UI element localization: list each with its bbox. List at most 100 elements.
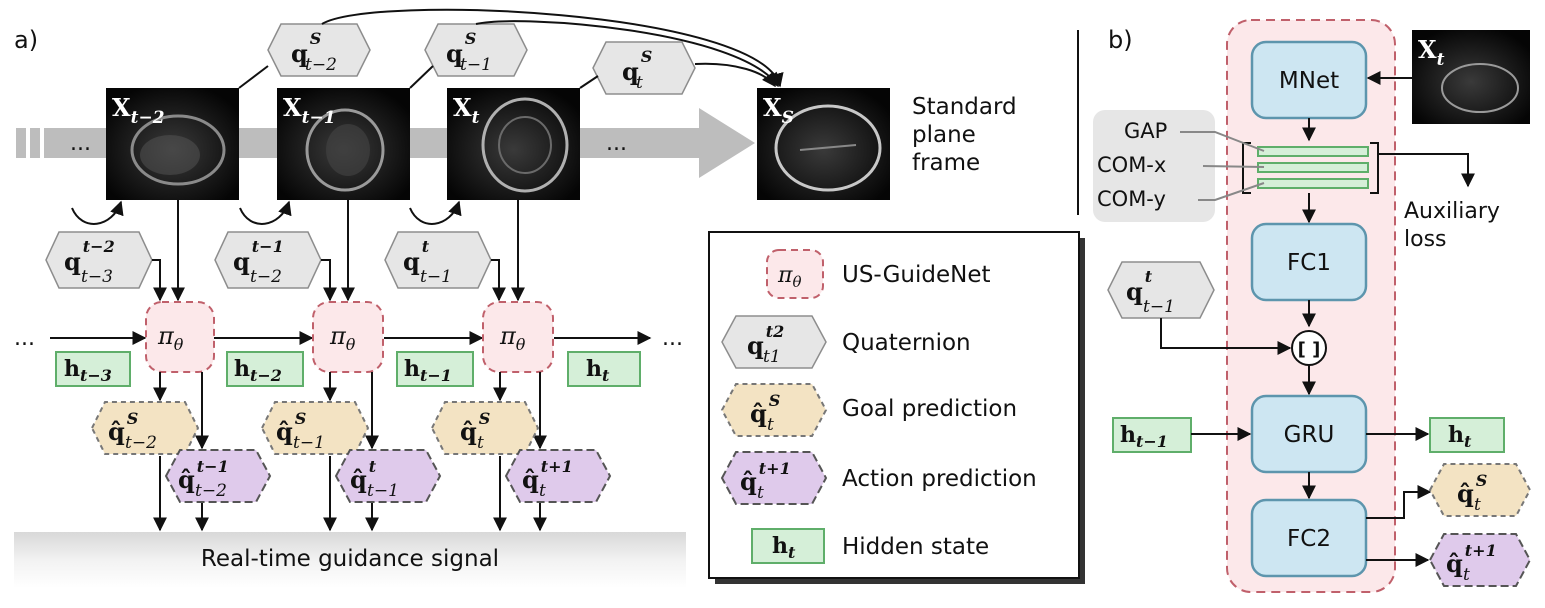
- feature-comx-label: COM-x: [1097, 153, 1166, 177]
- guidance-signal-label: Real-time guidance signal: [201, 546, 499, 572]
- legend-policy-swatch: πθ: [766, 249, 824, 299]
- svg-text:t−2: t−2: [195, 481, 227, 501]
- svg-text:t: t: [1463, 565, 1470, 585]
- svg-text:qt2: qt2: [747, 322, 784, 360]
- hidden-state-out-b: ht: [1429, 417, 1505, 453]
- svg-text:ht−1: ht−1: [404, 356, 452, 385]
- svg-text:t: t: [767, 415, 774, 435]
- legend-policy-label: US-GuideNet: [842, 262, 991, 288]
- svg-text:qS: qS: [291, 29, 321, 68]
- svg-text:FC2: FC2: [1287, 526, 1331, 552]
- ultrasound-frame-t: [447, 88, 580, 200]
- guidance-signal-bar: [14, 532, 686, 588]
- input-quaternion-t: qt t−1: [384, 231, 492, 289]
- policy-output-links: [153, 372, 547, 532]
- frame-symbol-t-2: Xt−2: [112, 93, 165, 128]
- policy-node-t: πθ: [482, 301, 554, 373]
- hidden-state-t: ht: [567, 351, 641, 387]
- goal-quaternion-top-t: qS t: [592, 41, 696, 95]
- svg-text:q̂t+1: q̂t+1: [740, 459, 791, 496]
- ellipsis-chain-left: ...: [14, 326, 35, 351]
- input-quaternion-t-1: qt−1 t−2: [214, 231, 322, 289]
- frame-symbol-standard: XS: [763, 93, 794, 128]
- policy-input-links: [152, 200, 525, 302]
- svg-text:qt: qt: [403, 237, 430, 276]
- svg-text:t−3: t−3: [81, 267, 113, 287]
- svg-text:ht−2: ht−2: [234, 356, 282, 385]
- goal-prediction-t-1: q̂S t−1: [260, 401, 370, 455]
- svg-text:t: t: [636, 73, 643, 93]
- svg-text:t−1: t−1: [420, 267, 452, 287]
- goal-prediction-t-2: q̂S t−2: [90, 401, 200, 455]
- goal-arcs: [238, 8, 784, 89]
- svg-text:q̂S: q̂S: [750, 391, 780, 428]
- input-frame-symbol: Xt: [1418, 35, 1445, 70]
- quat-to-concat-arrow: [1160, 318, 1292, 355]
- svg-text:πθ: πθ: [777, 263, 802, 291]
- feature-gap-label: GAP: [1124, 119, 1167, 143]
- action-prediction-t: q̂t+1 t: [504, 449, 612, 503]
- svg-text:q̂t+1: q̂t+1: [522, 457, 573, 494]
- aux-loss-label-1: Auxiliary: [1404, 199, 1500, 224]
- svg-text:t: t: [477, 433, 484, 453]
- svg-text:q̂S: q̂S: [460, 409, 490, 446]
- svg-text:qt: qt: [1126, 267, 1153, 306]
- panel-b-label: b): [1108, 26, 1133, 54]
- ellipsis-arrow-left: ...: [70, 131, 91, 156]
- svg-text:q̂S: q̂S: [1457, 471, 1487, 508]
- ultrasound-frame-t-2: [106, 88, 239, 200]
- frame-symbol-t: Xt: [453, 93, 480, 128]
- svg-text:MNet: MNet: [1279, 68, 1339, 94]
- standard-plane-caption-3: frame: [912, 150, 980, 176]
- fc2-block: FC2: [1250, 498, 1368, 578]
- aux-loss-label-2: loss: [1404, 227, 1447, 252]
- svg-text:ht−3: ht−3: [64, 356, 112, 385]
- svg-text:t−2: t−2: [305, 55, 337, 75]
- hidden-state-in-b: ht−1: [1112, 417, 1192, 453]
- input-frame-xt: [1412, 30, 1530, 124]
- ultrasound-frame-standard-plane: [757, 88, 890, 200]
- svg-text:q̂S: q̂S: [108, 409, 138, 446]
- concat-operator: [ ]: [1291, 330, 1327, 366]
- features-label-box: [1093, 110, 1215, 222]
- svg-text:t: t: [1474, 495, 1481, 515]
- fc1-block: FC1: [1250, 222, 1368, 302]
- panel-a-label: a): [14, 26, 38, 54]
- feature-label-leaders: [1180, 131, 1265, 201]
- svg-text:πθ: πθ: [499, 322, 526, 354]
- legend-action-swatch: q̂t+1 t: [720, 451, 828, 505]
- feature-comy-label: COM-y: [1097, 187, 1166, 211]
- svg-text:πθ: πθ: [329, 322, 356, 354]
- fc2-to-goal-arrow: [1366, 485, 1432, 519]
- svg-text:ht−1: ht−1: [1120, 422, 1168, 451]
- policy-node-t-1: πθ: [312, 301, 384, 373]
- legend-hidden-swatch: ht: [751, 528, 825, 564]
- goal-quaternion-top-t-2: qS t−2: [267, 23, 371, 77]
- goal-quaternion-top-t-1: qS t−1: [424, 23, 528, 77]
- ultrasound-frame-t-1: [277, 88, 410, 200]
- svg-text:qt−2: qt−2: [64, 237, 115, 276]
- ellipsis-chain-right: ...: [662, 326, 683, 351]
- svg-text:ht: ht: [772, 533, 796, 562]
- hidden-state-t-2: ht−2: [226, 351, 304, 387]
- aux-loss-arrow: [1378, 153, 1475, 188]
- svg-text:t−1: t−1: [367, 481, 399, 501]
- svg-text:qS: qS: [446, 29, 476, 68]
- policy-node-t-2: πθ: [145, 301, 215, 373]
- svg-text:qt−1: qt−1: [233, 237, 284, 276]
- svg-text:q̂t−1: q̂t−1: [178, 457, 229, 494]
- goal-prediction-out-b: q̂S t: [1428, 463, 1532, 517]
- svg-text:πθ: πθ: [157, 322, 184, 354]
- mnet-block: MNet: [1250, 40, 1368, 120]
- svg-text:t−2: t−2: [250, 267, 282, 287]
- svg-text:GRU: GRU: [1284, 422, 1335, 448]
- svg-text:q̂t+1: q̂t+1: [1446, 541, 1497, 578]
- svg-text:t1: t1: [763, 347, 781, 367]
- svg-text:ht: ht: [1448, 422, 1472, 451]
- legend-action-label: Action prediction: [842, 466, 1037, 492]
- frame-advance-arrows: [71, 200, 462, 225]
- svg-text:t: t: [757, 483, 764, 503]
- svg-text:t−1: t−1: [1143, 297, 1175, 317]
- legend-hidden-label: Hidden state: [842, 534, 989, 560]
